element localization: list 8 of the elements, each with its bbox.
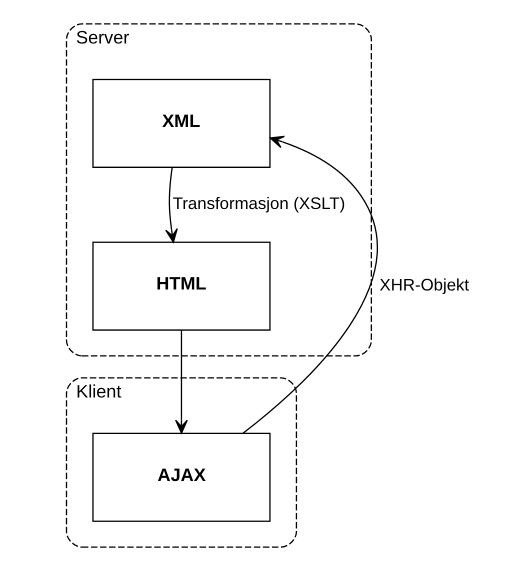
node-box: AJAX [92,432,271,522]
edge-label: Transformasjon (XSLT) [172,194,346,214]
edge-label: XHR-Objekt [380,276,470,295]
node-box: HTML [92,242,271,331]
node-box: XML [92,78,271,168]
arrow [175,330,188,434]
arrow [242,136,378,434]
arrow [165,168,178,243]
